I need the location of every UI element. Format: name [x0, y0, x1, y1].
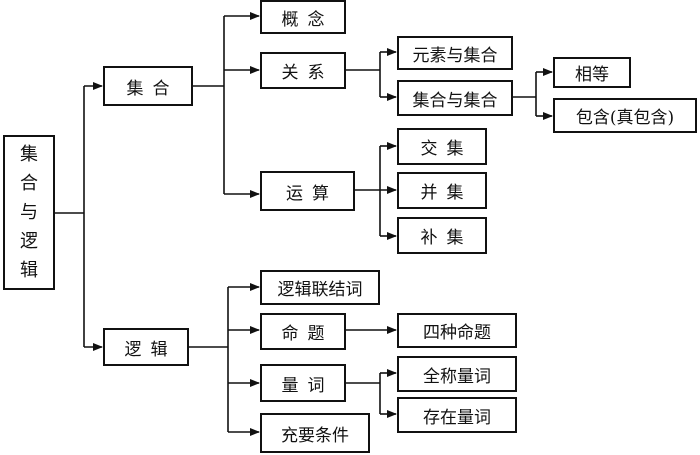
node-existential: 存在量词	[397, 397, 517, 433]
node-complement: 补集	[397, 217, 487, 254]
node-element-set: 元素与集合	[397, 36, 513, 70]
node-quantifier: 量词	[260, 364, 346, 402]
node-four-forms: 四种命题	[397, 313, 517, 348]
node-conditions: 充要条件	[260, 413, 370, 453]
node-universal: 全称量词	[397, 356, 517, 392]
root-char: 集	[20, 144, 38, 165]
node-intersection: 交集	[397, 128, 487, 165]
root-char: 辑	[20, 260, 38, 281]
root-char: 逻	[20, 231, 38, 252]
node-union: 并集	[397, 172, 487, 209]
node-operation: 运算	[260, 171, 355, 211]
node-logic: 逻辑	[103, 328, 189, 366]
root-char: 与	[20, 202, 38, 223]
node-set-set: 集合与集合	[397, 80, 513, 116]
node-subset: 包含(真包含)	[553, 98, 697, 133]
node-relation: 关系	[260, 52, 346, 89]
root-char: 合	[20, 173, 38, 194]
root-node: 集 合 与 逻 辑	[3, 135, 55, 290]
node-concept: 概念	[260, 0, 346, 34]
node-equal: 相等	[553, 57, 631, 88]
node-set: 集合	[103, 66, 193, 106]
node-proposition: 命题	[260, 313, 346, 350]
node-connectives: 逻辑联结词	[260, 270, 380, 305]
